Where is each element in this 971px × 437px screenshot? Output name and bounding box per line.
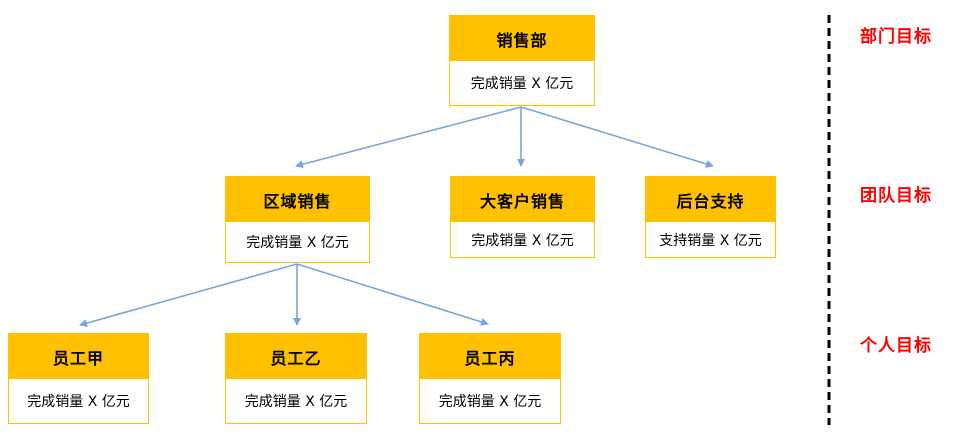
node-key-account-sales-title: 大客户销售 (451, 177, 594, 222)
node-backoffice-support: 后台支持 支持销量 X 亿元 (645, 176, 776, 258)
node-employee-c-title: 员工丙 (420, 334, 560, 379)
node-employee-c: 员工丙 完成销量 X 亿元 (419, 333, 561, 424)
node-employee-a-title: 员工甲 (9, 334, 148, 379)
node-sales-dept-title: 销售部 (450, 16, 594, 61)
node-employee-c-goal: 完成销量 X 亿元 (420, 379, 560, 423)
node-regional-sales: 区域销售 完成销量 X 亿元 (225, 176, 370, 263)
arrow-regional-to-employee-c (296, 263, 489, 326)
node-sales-dept: 销售部 完成销量 X 亿元 (449, 15, 595, 106)
node-regional-sales-title: 区域销售 (226, 177, 369, 222)
node-key-account-sales-goal: 完成销量 X 亿元 (451, 222, 594, 257)
node-employee-b-goal: 完成销量 X 亿元 (226, 379, 366, 423)
node-key-account-sales: 大客户销售 完成销量 X 亿元 (450, 176, 595, 258)
node-employee-a: 员工甲 完成销量 X 亿元 (8, 333, 149, 424)
node-employee-a-goal: 完成销量 X 亿元 (9, 379, 148, 423)
node-backoffice-support-title: 后台支持 (646, 177, 775, 222)
level-label-personal-goal: 个人目标 (860, 336, 932, 356)
level-label-team-goal: 团队目标 (860, 186, 932, 206)
node-employee-b-title: 员工乙 (226, 334, 366, 379)
arrow-regional-to-employee-a (79, 263, 298, 327)
node-regional-sales-goal: 完成销量 X 亿元 (226, 222, 369, 262)
arrow-sales-to-backoffice (520, 106, 714, 168)
node-employee-b: 员工乙 完成销量 X 亿元 (225, 333, 367, 424)
node-backoffice-support-goal: 支持销量 X 亿元 (646, 222, 775, 257)
level-label-department-goal: 部门目标 (860, 27, 932, 47)
arrow-sales-to-regional (295, 106, 522, 169)
node-sales-dept-goal: 完成销量 X 亿元 (450, 61, 594, 105)
